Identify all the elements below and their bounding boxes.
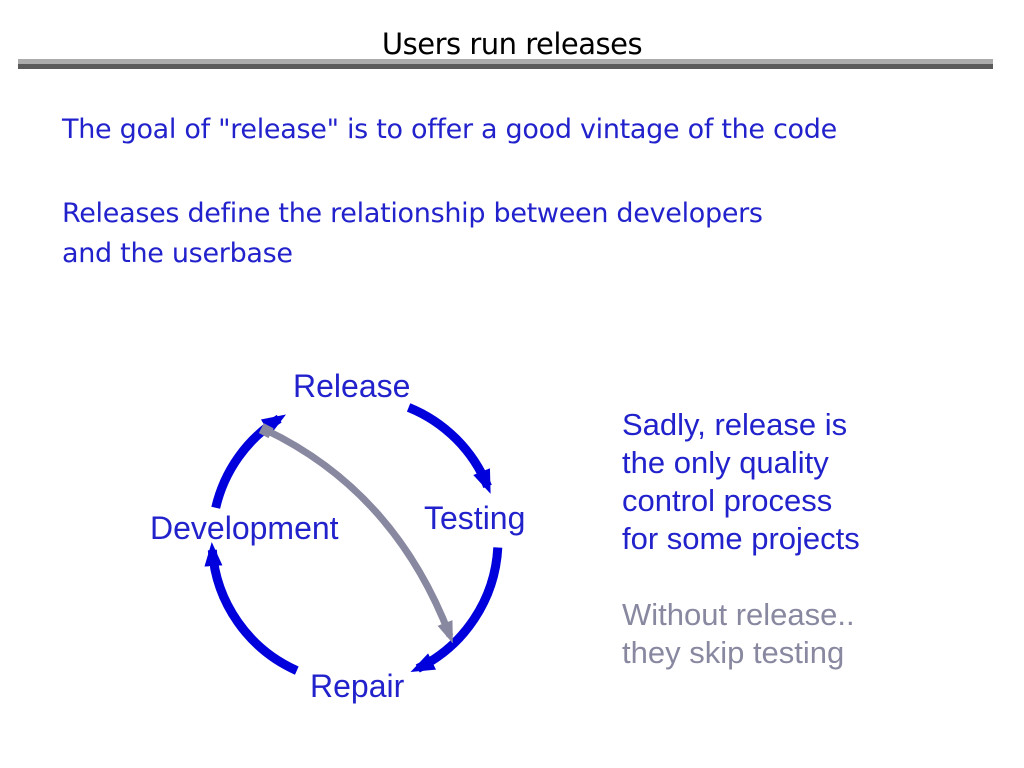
cycle-node-release: Release: [293, 368, 411, 404]
note-quality-control: Sadly, release is the only quality contr…: [622, 407, 860, 556]
cycle-node-development: Development: [150, 510, 339, 546]
paragraph-releases-define: Releases define the relationship between…: [62, 198, 763, 269]
paragraph-goal-of-release: The goal of "release" is to offer a good…: [62, 114, 837, 145]
cycle-arrow-testing-to-repair: [410, 547, 503, 673]
cycle-arrow-development-to-release: [211, 414, 286, 509]
shortcut-arrow-start-cap: [258, 423, 274, 439]
title-rule-dark: [18, 64, 993, 69]
note-skip-testing: Without release.. they skip testing: [622, 597, 855, 670]
cycle-node-repair: Repair: [310, 668, 405, 704]
cycle-arrow-release-to-testing: [406, 403, 492, 494]
slide-title: Users run releases: [381, 27, 643, 61]
cycle-node-testing: Testing: [424, 500, 526, 536]
cycle-arrow-repair-to-development: [204, 542, 299, 675]
title-rule-light: [18, 59, 993, 64]
